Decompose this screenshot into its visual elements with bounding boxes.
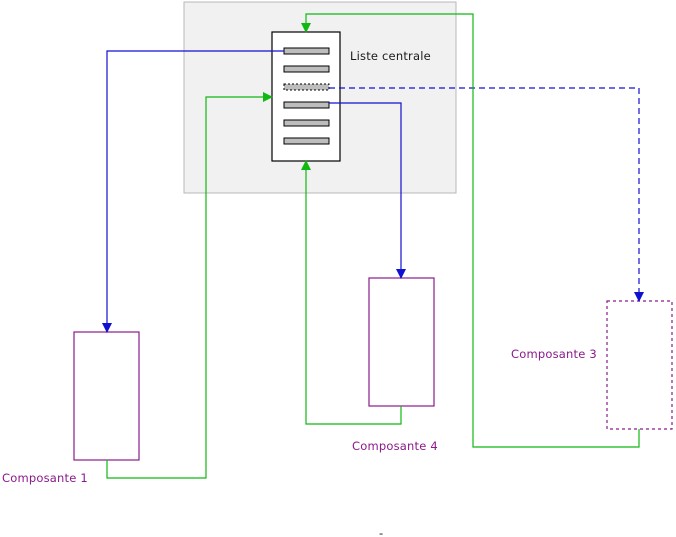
list-slot-1 xyxy=(283,47,330,55)
list-slot-2 xyxy=(283,65,330,73)
blue-dashed-arrow-list-to-component-3 xyxy=(329,87,644,302)
blue-arrow-list-to-component-1 xyxy=(102,50,284,333)
component-4-label: Composante 4 xyxy=(352,439,438,453)
component-3-box-dashed xyxy=(606,300,673,430)
list-slot-6 xyxy=(283,137,330,145)
green-arrow-component-1-to-list xyxy=(106,92,273,479)
green-arrow-component-4-to-list xyxy=(301,160,402,425)
list-slot-4 xyxy=(283,101,330,109)
list-slot-3-dashed xyxy=(283,83,330,91)
component-4-box xyxy=(368,277,435,407)
component-1-label: Composante 1 xyxy=(2,471,88,485)
footer-mark: - xyxy=(379,526,383,537)
component-1-box xyxy=(73,331,140,461)
list-slot-5 xyxy=(283,119,330,127)
central-list-label: Liste centrale xyxy=(350,49,431,63)
green-arrow-component-3-to-list xyxy=(301,13,640,448)
blue-arrow-list-to-component-4 xyxy=(329,102,406,279)
component-3-label: Composante 3 xyxy=(511,347,597,361)
